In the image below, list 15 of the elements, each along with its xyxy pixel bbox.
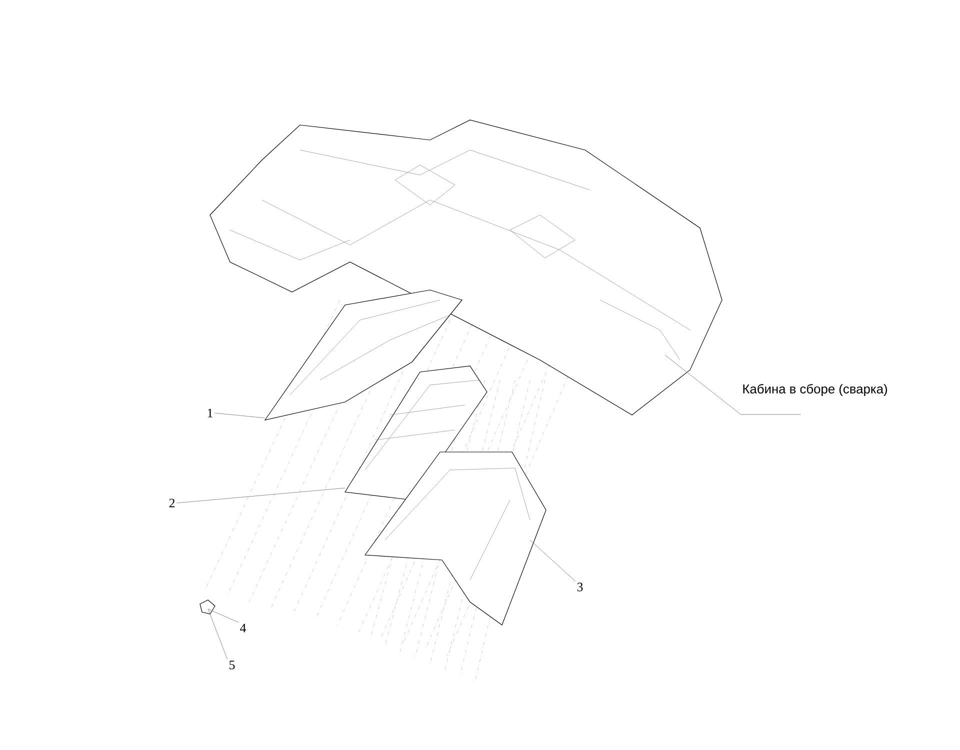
leader-line — [176, 488, 346, 504]
leader-line — [208, 608, 228, 660]
callout-number: 4 — [240, 624, 246, 632]
panel-drawing — [344, 366, 488, 500]
callout-number: 3 — [577, 582, 583, 592]
callout-number: 1 — [208, 408, 212, 418]
leader-line — [208, 608, 239, 623]
leader-line — [530, 540, 576, 582]
cabin-drawing — [210, 120, 722, 416]
callout-number: 2 — [169, 498, 175, 508]
callout-number: 5 — [230, 660, 235, 670]
clip-drawing — [200, 600, 216, 614]
leader-line — [214, 412, 266, 418]
leader-line — [664, 354, 802, 415]
assembly-label: Кабина в сборе (сварка) — [743, 384, 887, 396]
